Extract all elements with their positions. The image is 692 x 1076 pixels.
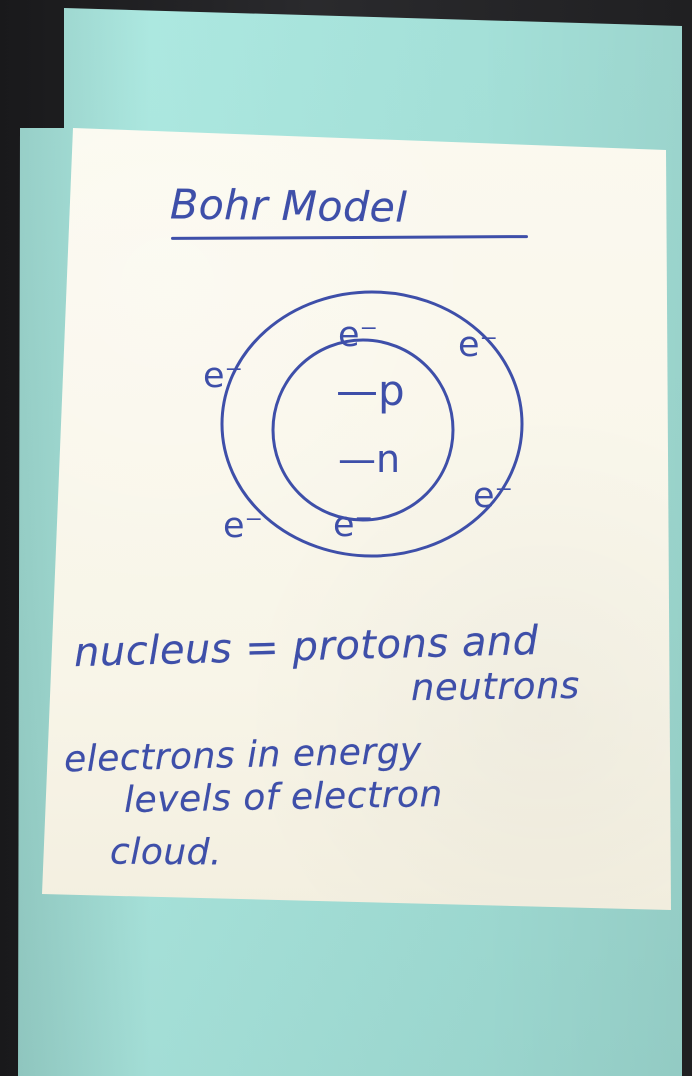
bohr-model-diagram: —p —n e⁻ e⁻ e⁻ e⁻ e⁻ e⁻ [188,278,548,588]
outer-orbit [220,290,524,558]
electron-right-bottom: e⁻ [473,476,513,516]
inner-orbit [271,338,455,522]
electron-top: e⁻ [338,315,378,355]
electron-right-top: e⁻ [458,325,498,365]
electron-bottom-center: e⁻ [333,505,373,545]
proton-label: —p [336,366,405,415]
electron-left: e⁻ [203,356,243,396]
neutron-label: —n [338,437,400,481]
note-line-3: electrons in energy [63,730,423,781]
bohr-model-svg: —p —n e⁻ e⁻ e⁻ e⁻ e⁻ e⁻ [203,290,524,558]
note-line-5: cloud. [109,831,223,874]
note-line-4: levels of electron [123,773,444,822]
title: Bohr Model [169,180,408,232]
electron-bottom-left: e⁻ [223,506,263,546]
note-line-2: neutrons [410,663,581,710]
